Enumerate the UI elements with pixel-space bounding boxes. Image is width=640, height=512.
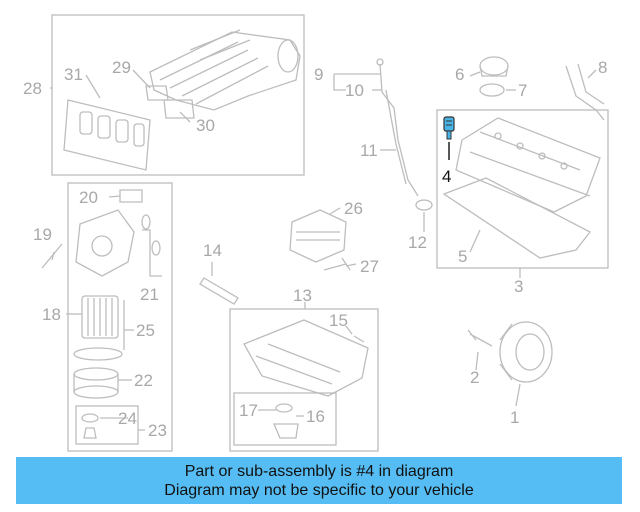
oil-cooler-drawing bbox=[289, 209, 347, 263]
bolt-19-drawing bbox=[41, 243, 63, 269]
valve-cover-drawing bbox=[455, 117, 601, 213]
callout-22: 22 bbox=[134, 371, 153, 390]
filter-element-drawing bbox=[81, 295, 119, 339]
drain-oring-24-drawing bbox=[81, 413, 99, 423]
gasket-30-drawing bbox=[163, 99, 195, 119]
callout-16: 16 bbox=[306, 407, 325, 426]
callout-17: 17 bbox=[239, 401, 258, 420]
cap-seal-7-drawing bbox=[479, 83, 505, 97]
callout-29: 29 bbox=[112, 58, 131, 77]
valve-cover-group-box bbox=[436, 109, 609, 269]
crank-pulley-drawing bbox=[499, 321, 553, 383]
callout-11: 11 bbox=[360, 141, 378, 160]
callout-9: 9 bbox=[314, 65, 323, 84]
callout-6: 6 bbox=[455, 65, 464, 84]
filter-housing-drawing bbox=[75, 209, 135, 277]
oil-filter-seal-subgroup-box bbox=[75, 405, 139, 445]
banner-line-2: Diagram may not be specific to your vehi… bbox=[164, 481, 474, 499]
seal-17-drawing bbox=[275, 403, 293, 413]
parts-diagram: 1 2 3 5 6 7 8 9 10 11 12 13 14 15 16 17 … bbox=[23, 14, 609, 452]
oil-pan-group-box bbox=[229, 308, 379, 452]
callout-30: 30 bbox=[196, 116, 215, 135]
breather-hose-8-drawing bbox=[565, 63, 605, 121]
leader-lines bbox=[50, 69, 597, 431]
info-banner: Part or sub-assembly is #4 in diagram Di… bbox=[16, 457, 622, 504]
callout-2: 2 bbox=[470, 368, 479, 387]
screen-16-drawing bbox=[273, 423, 299, 439]
banner-line-1: Part or sub-assembly is #4 in diagram bbox=[184, 462, 454, 480]
callout-4: 4 bbox=[442, 167, 451, 186]
callout-20: 20 bbox=[79, 188, 98, 207]
oil-pan-drawing bbox=[243, 319, 369, 397]
pulley-bolt-2-drawing bbox=[467, 329, 493, 347]
seal-subgroup-box bbox=[233, 392, 337, 446]
valve-cover-gasket-5-drawing bbox=[442, 177, 591, 259]
callout-18: 18 bbox=[42, 305, 61, 324]
bolt-27-drawing bbox=[323, 257, 351, 271]
callout-3: 3 bbox=[514, 277, 523, 296]
intake-manifold-drawing bbox=[149, 29, 301, 111]
callout-27: 27 bbox=[360, 257, 379, 276]
oring-21a-drawing bbox=[141, 214, 151, 230]
callout-28: 28 bbox=[23, 79, 42, 98]
callout-21: 21 bbox=[140, 285, 159, 304]
callout-26: 26 bbox=[344, 199, 363, 218]
callout-31: 31 bbox=[64, 65, 83, 84]
callout-24: 24 bbox=[118, 409, 137, 428]
callout-8: 8 bbox=[598, 58, 607, 77]
filter-cap-22-drawing bbox=[73, 367, 119, 399]
part-4-bolt-highlight[interactable] bbox=[443, 116, 455, 160]
callout-7: 7 bbox=[518, 81, 527, 100]
callout-5: 5 bbox=[458, 247, 467, 266]
callout-14: 14 bbox=[203, 241, 222, 260]
drain-bolt-15-drawing bbox=[353, 335, 365, 343]
oring-25-drawing bbox=[73, 347, 123, 361]
callout-19: 19 bbox=[33, 225, 52, 244]
drain-plug-23-drawing bbox=[83, 427, 97, 439]
oil-filter-group-box bbox=[67, 182, 173, 452]
dipstick-drawing bbox=[376, 58, 419, 197]
manifold-gasket-drawing bbox=[63, 99, 151, 171]
gasket-20-drawing bbox=[119, 189, 143, 203]
callout-10: 10 bbox=[345, 81, 364, 100]
callout-13: 13 bbox=[293, 286, 312, 305]
callout-23: 23 bbox=[148, 421, 167, 440]
oring-12-drawing bbox=[415, 199, 433, 211]
filler-cap-drawing bbox=[479, 56, 509, 77]
callout-25: 25 bbox=[136, 321, 155, 340]
pipe-14-drawing bbox=[199, 277, 239, 305]
callout-1: 1 bbox=[510, 408, 519, 427]
oring-21b-drawing bbox=[151, 240, 161, 256]
callout-12: 12 bbox=[408, 233, 427, 252]
intake-manifold-group-box bbox=[51, 14, 305, 176]
callout-15: 15 bbox=[329, 311, 348, 330]
